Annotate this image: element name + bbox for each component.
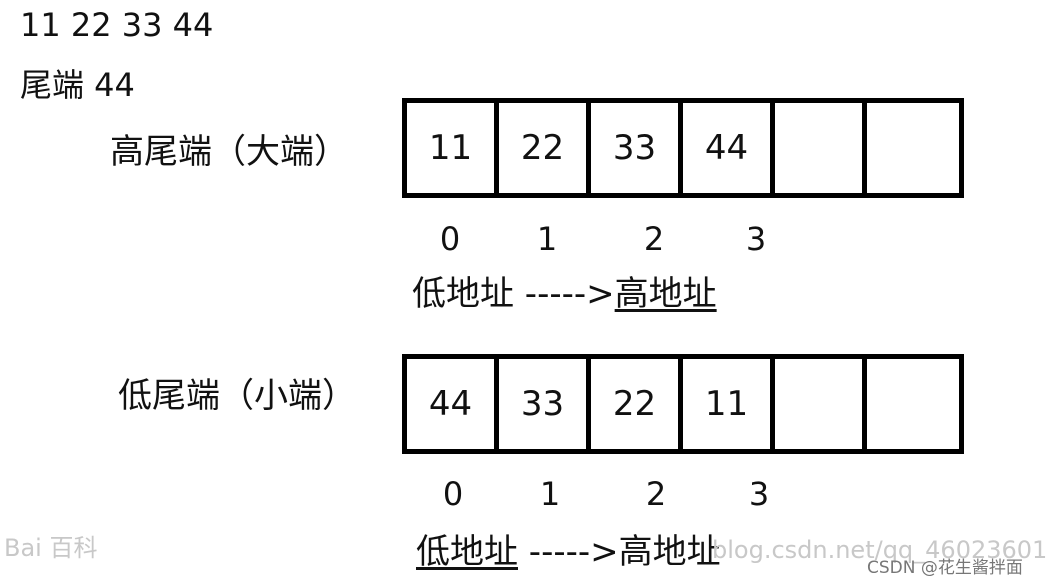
address-index: 1: [536, 220, 558, 258]
memory-cell: 33: [591, 103, 683, 193]
bytes-line: 11 22 33 44: [20, 6, 214, 44]
csdn-credit: CSDN @花生酱拌面: [867, 558, 1023, 578]
memory-cell: [867, 103, 959, 193]
address-index: 2: [645, 475, 667, 513]
addr-high-label: 高地址: [614, 274, 717, 314]
memory-cell: [775, 359, 867, 449]
memory-cell: [775, 103, 867, 193]
address-index: 3: [745, 220, 767, 258]
memory-cell: 44: [683, 103, 775, 193]
memory-cell: 11: [407, 103, 499, 193]
addr-high-label: 高地址: [618, 532, 721, 572]
addr-arrow: ----->: [518, 532, 619, 572]
tail-line: 尾端 44: [20, 66, 135, 104]
memory-cell: 33: [499, 359, 591, 449]
big-endian-label: 高尾端（大端）: [110, 132, 348, 172]
memory-cell: 22: [499, 103, 591, 193]
address-index: 0: [439, 220, 461, 258]
little-endian-label: 低尾端（小端）: [118, 376, 356, 416]
address-index: 1: [539, 475, 561, 513]
address-index: 3: [748, 475, 770, 513]
little-endian-address-direction: 低地址 ----->高地址: [416, 524, 721, 573]
memory-cell: 11: [683, 359, 775, 449]
memory-cell: 22: [591, 359, 683, 449]
baidu-watermark: Bai 百科: [4, 534, 98, 562]
big-endian-address-direction: 低地址 ----->高地址: [412, 266, 717, 315]
addr-arrow: ----->: [514, 274, 615, 314]
little-endian-memory-row: 44 33 22 11: [402, 354, 964, 454]
address-index: 0: [442, 475, 464, 513]
addr-low-label: 低地址: [416, 532, 518, 572]
address-index: 2: [643, 220, 665, 258]
addr-low-label: 低地址: [412, 274, 514, 314]
memory-cell: 44: [407, 359, 499, 449]
big-endian-memory-row: 11 22 33 44: [402, 98, 964, 198]
csdn-url-watermark: blog.csdn.net/qq_46023601: [712, 536, 1048, 564]
memory-cell: [867, 359, 959, 449]
